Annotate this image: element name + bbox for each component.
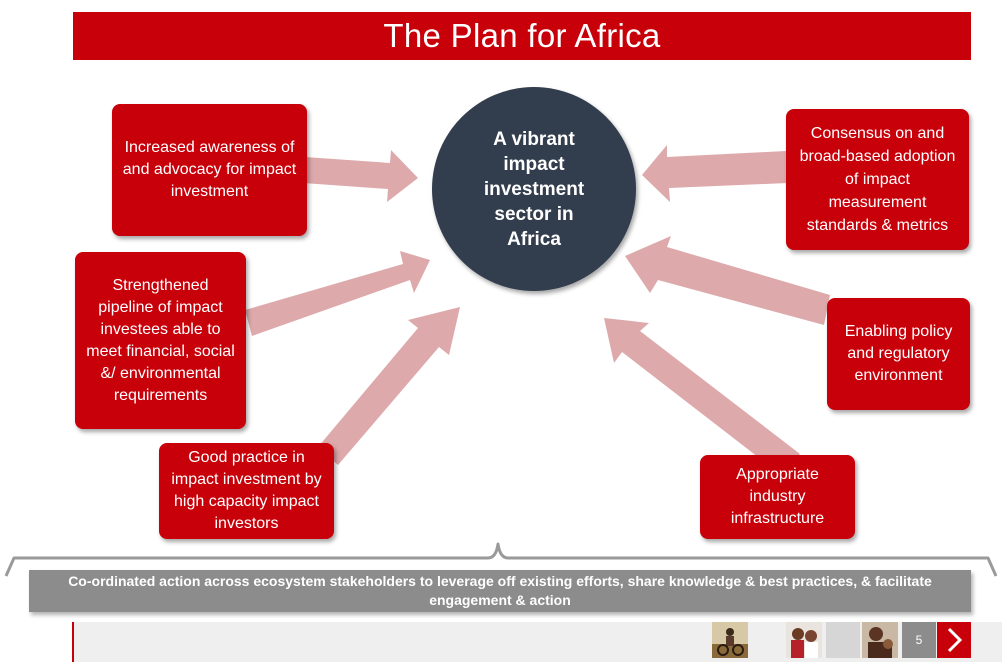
arrow-measurement (642, 145, 788, 202)
node-good-practice-label: Good practice in impact investment by hi… (171, 449, 322, 532)
node-measurement: Consensus on and broad-based adoption of… (786, 109, 969, 250)
central-goal-circle: A vibrant impact investment sector in Af… (432, 87, 636, 291)
thumbnail-blank[interactable] (826, 622, 860, 658)
title-banner: The Plan for Africa (73, 12, 971, 60)
page-number: 5 (902, 622, 936, 658)
arrow-policy (625, 236, 830, 325)
node-policy-label: Enabling policy and regulatory environme… (844, 323, 953, 384)
footer-action-bar: Co-ordinated action across ecosystem sta… (29, 570, 971, 612)
node-good-practice: Good practice in impact investment by hi… (159, 443, 334, 539)
page-number-label: 5 (915, 633, 923, 647)
footer-action-text: Co-ordinated action across ecosystem sta… (68, 573, 932, 608)
arrow-pipeline (245, 251, 430, 336)
node-awareness: Increased awareness of and advocacy for … (112, 104, 307, 236)
page-title: The Plan for Africa (383, 17, 661, 54)
next-slide-button[interactable] (937, 622, 971, 658)
node-pipeline-label: Strengthened pipeline of impact investee… (86, 276, 235, 404)
central-goal-label: A vibrant impact investment sector in Af… (483, 128, 585, 250)
arrow-awareness (303, 150, 418, 202)
arrow-infrastructure (604, 318, 800, 474)
arrow-good-practice (318, 307, 460, 465)
node-policy: Enabling policy and regulatory environme… (827, 298, 970, 410)
node-awareness-label: Increased awareness of and advocacy for … (122, 139, 297, 200)
chevron-right-icon (947, 627, 963, 653)
node-pipeline: Strengthened pipeline of impact investee… (75, 252, 246, 429)
thumbnail-photo-children[interactable] (786, 622, 822, 658)
thumbnail-photo-rider[interactable] (712, 622, 748, 658)
node-infrastructure-label: Appropriate industry infrastructure (730, 466, 825, 527)
thumbnail-photo-hands[interactable] (862, 622, 898, 658)
node-measurement-label: Consensus on and broad-based adoption of… (799, 125, 956, 234)
grouping-bracket (4, 542, 998, 577)
node-infrastructure: Appropriate industry infrastructure (700, 455, 855, 539)
